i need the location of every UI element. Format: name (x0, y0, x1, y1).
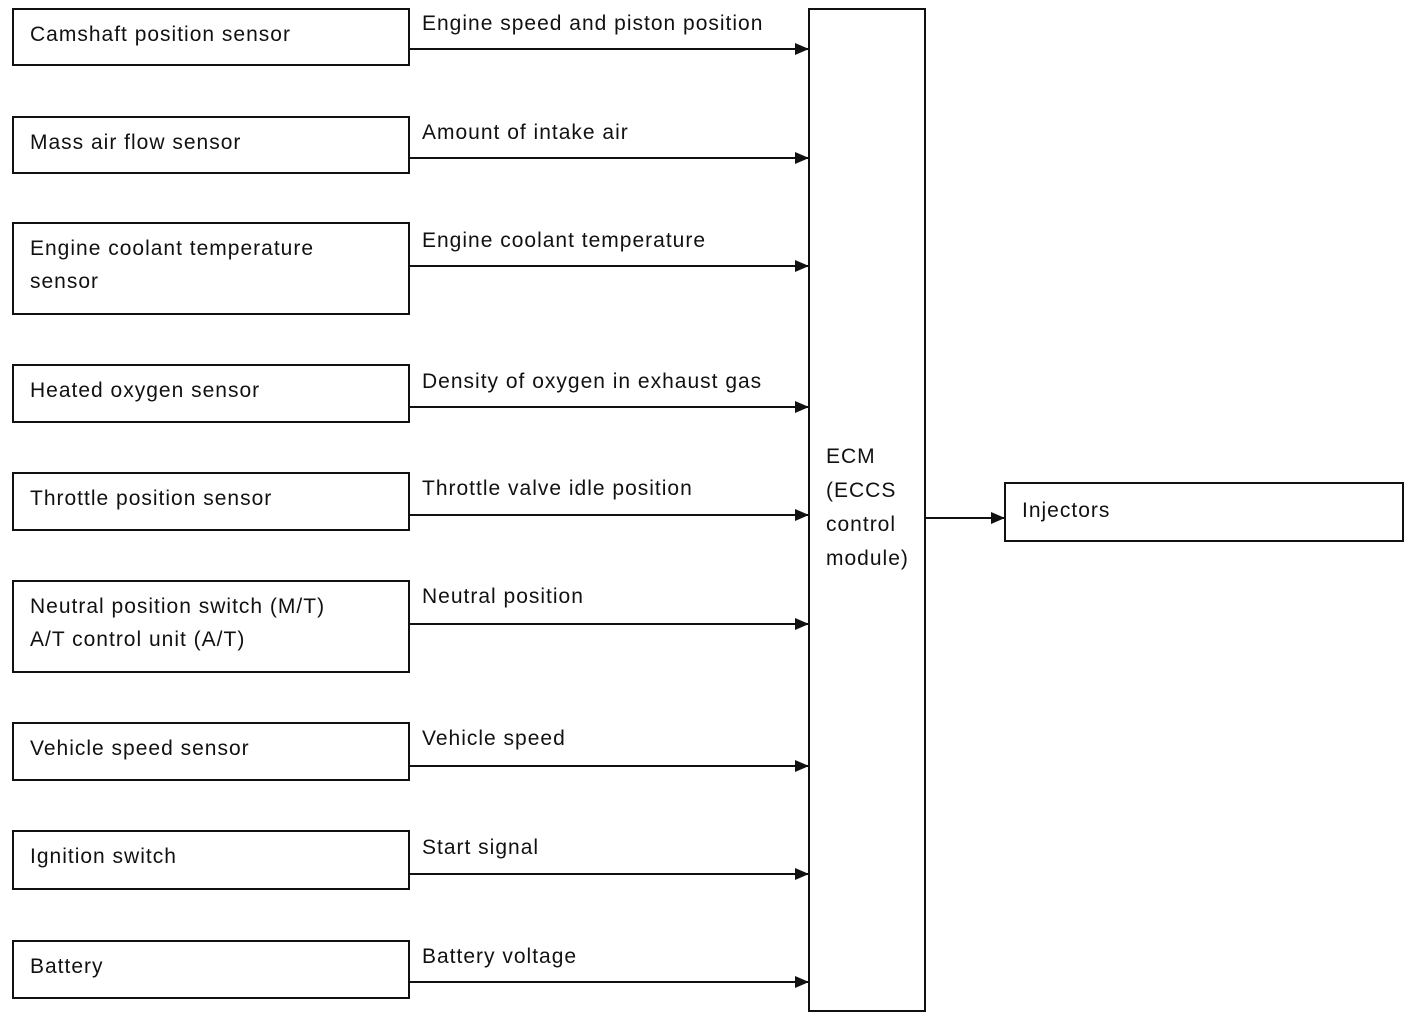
input-box-label: Throttle position sensor (30, 487, 273, 510)
ecm-label: ECM (ECCS control module) (826, 445, 909, 570)
input-box-label: Mass air flow sensor (30, 131, 242, 154)
input-box-label: Battery (30, 955, 104, 978)
signal-label: Engine speed and piston position (422, 12, 764, 35)
ecm-control-module-box: ECM (ECCS control module) (808, 8, 926, 1012)
signal-label: Start signal (422, 836, 540, 859)
signal-label: Density of oxygen in exhaust gas (422, 370, 763, 393)
signal-label: Amount of intake air (422, 121, 629, 144)
signal-label: Neutral position (422, 585, 584, 608)
input-box-label: Engine coolant temperature sensor (30, 237, 314, 293)
input-box-battery: Battery (12, 940, 410, 999)
output-box-injectors: Injectors (1004, 482, 1404, 542)
input-box-engine-coolant-temperature-sensor: Engine coolant temperature sensor (12, 222, 410, 315)
signal-label: Engine coolant temperature (422, 229, 706, 252)
output-box-label: Injectors (1022, 499, 1111, 522)
input-box-mass-air-flow-sensor: Mass air flow sensor (12, 116, 410, 174)
input-box-ignition-switch: Ignition switch (12, 830, 410, 890)
input-box-label: Camshaft position sensor (30, 23, 291, 46)
input-box-label: Vehicle speed sensor (30, 737, 250, 760)
input-box-label: Heated oxygen sensor (30, 379, 261, 402)
input-box-vehicle-speed-sensor: Vehicle speed sensor (12, 722, 410, 781)
input-box-neutral-position-switch: Neutral position switch (M/T) A/T contro… (12, 580, 410, 673)
input-box-throttle-position-sensor: Throttle position sensor (12, 472, 410, 531)
input-box-heated-oxygen-sensor: Heated oxygen sensor (12, 364, 410, 423)
input-box-label: Neutral position switch (M/T) A/T contro… (30, 595, 326, 651)
input-box-label: Ignition switch (30, 845, 177, 868)
input-box-camshaft-position-sensor: Camshaft position sensor (12, 8, 410, 66)
signal-label: Battery voltage (422, 945, 578, 968)
signal-label: Vehicle speed (422, 727, 566, 750)
signal-label: Throttle valve idle position (422, 477, 693, 500)
